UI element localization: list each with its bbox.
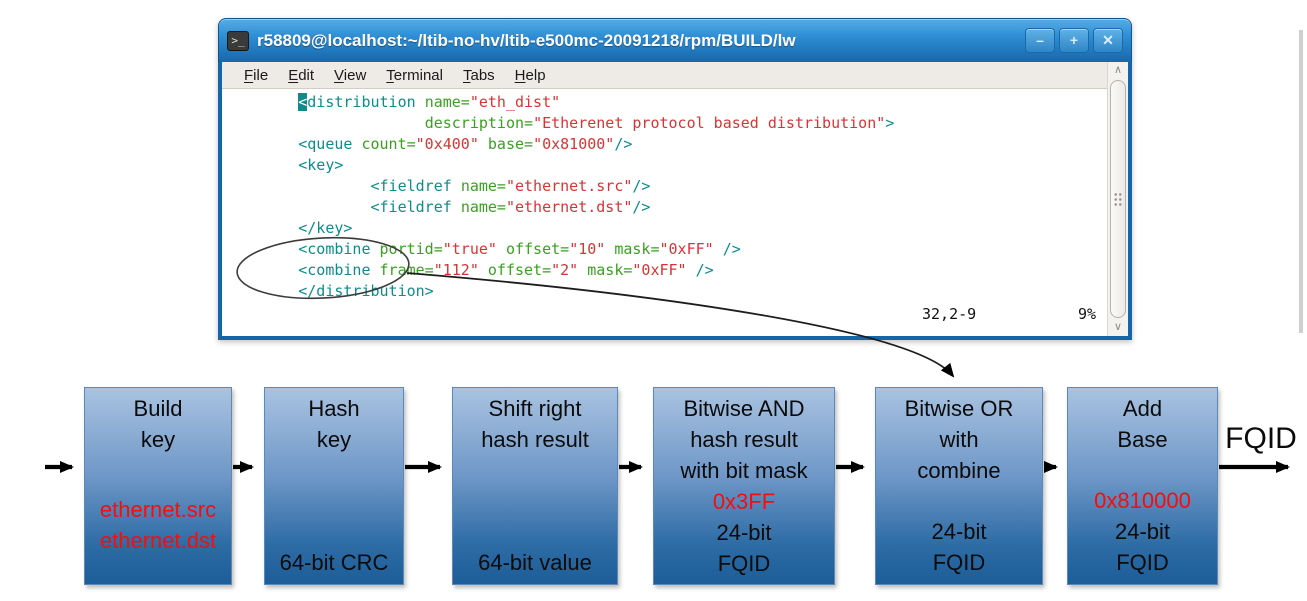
flow-box-line: FQID [932, 550, 986, 575]
code-line: <fieldref name="ethernet.src"/> [370, 177, 651, 195]
scroll-down-icon[interactable]: ∨ [1113, 321, 1123, 333]
fqid-output-label: FQID [1225, 422, 1297, 455]
scrollbar[interactable]: ∧ ∨ [1107, 62, 1128, 336]
menu-item-tabs[interactable]: Tabs [462, 66, 495, 84]
scroll-up-icon[interactable]: ∧ [1113, 64, 1123, 76]
flow-box-line: Base [1117, 427, 1168, 452]
flow-box-line: 0x810000 [1094, 488, 1191, 513]
code-line: <key> [298, 156, 344, 174]
menu-item-terminal[interactable]: Terminal [386, 66, 443, 84]
close-button[interactable]: ✕ [1093, 28, 1123, 53]
code-line: </distribution> [298, 282, 434, 300]
terminal-window: >_ r58809@localhost:~/ltib-no-hv/ltib-e5… [218, 18, 1132, 340]
maximize-button[interactable]: + [1059, 28, 1089, 53]
terminal-text-area[interactable]: <distribution name="eth_dist" descriptio… [222, 89, 1107, 336]
flow-box-bitwise-and: Bitwise AND hash result with bit mask 0x3FF… [653, 387, 835, 585]
flow-box-line: Hash [308, 396, 360, 421]
vim-scroll-percent: 9% [1078, 305, 1097, 323]
flow-box-shift-right: Shift right hash result 64-bit value [452, 387, 618, 585]
code-line: <distribution name="eth_dist" [298, 93, 561, 111]
flow-box-line: with bit mask [680, 458, 808, 483]
flow-box-line: hash result [690, 427, 798, 452]
code-line: </key> [298, 219, 353, 237]
terminal-icon: >_ [227, 30, 249, 51]
terminal-body: File Edit View Terminal Tabs Help <distributi… [218, 62, 1132, 340]
vim-cursor-position: 32,2-9 [922, 305, 977, 323]
flow-box-line: FQID [717, 551, 771, 576]
menu-item-view[interactable]: View [334, 66, 367, 84]
window-title: r58809@localhost:~/ltib-no-hv/ltib-e500m… [257, 30, 796, 50]
flow-box-hash-key: Hash key 64-bit CRC [264, 387, 404, 585]
code-line: <combine frame="112" offset="2" mask="0x… [298, 261, 714, 279]
flow-box-line: 64-bit CRC [279, 550, 389, 575]
code-line: <queue count="0x400" base="0x81000"/> [298, 135, 633, 153]
flow-box-line: key [140, 427, 176, 452]
slide-edge-strip [1299, 30, 1303, 333]
flow-box-line: hash result [481, 427, 589, 452]
flow-box-line: 0x3FF [712, 489, 776, 514]
flow-box-line: ethernet.src [99, 497, 217, 523]
flow-box-line: 64-bit value [478, 550, 592, 575]
menu-item-edit[interactable]: Edit [288, 66, 315, 84]
flow-box-line: Build [133, 396, 183, 421]
code-line: <fieldref name="ethernet.dst"/> [370, 198, 651, 216]
flow-box-line: ethernet.dst [99, 528, 217, 554]
flow-box-line: Add [1122, 396, 1163, 421]
flow-box-line: FQID [1116, 550, 1169, 575]
menu-bar: File Edit View Terminal Tabs Help [222, 62, 1128, 89]
flow-box-line: key [316, 427, 352, 452]
menu-item-help[interactable]: Help [514, 66, 546, 84]
flow-box-line: Bitwise AND [683, 396, 805, 421]
menu-item-file[interactable]: File [244, 66, 269, 84]
flow-box-line: Shift right [488, 396, 582, 421]
scrollbar-grip-icon [1113, 192, 1123, 206]
flow-box-line: 24-bit [931, 519, 987, 544]
minimize-button[interactable]: – [1025, 28, 1055, 53]
flow-box-line: with [939, 427, 979, 452]
code-line: description="Etherenet protocol based di… [424, 114, 895, 132]
scrollbar-thumb[interactable] [1110, 80, 1126, 318]
flow-box-line: 24-bit [716, 520, 772, 545]
code-line: <combine portid="true" offset="10" mask=… [298, 240, 741, 258]
flow-box-line: Bitwise OR [904, 396, 1014, 421]
flow-box-line: combine [917, 458, 1001, 483]
terminal-titlebar[interactable]: >_ r58809@localhost:~/ltib-no-hv/ltib-e5… [218, 18, 1132, 62]
flow-box-build-key: Build key ethernet.src ethernet.dst [84, 387, 232, 585]
flow-box-line: 24-bit [1114, 519, 1171, 544]
